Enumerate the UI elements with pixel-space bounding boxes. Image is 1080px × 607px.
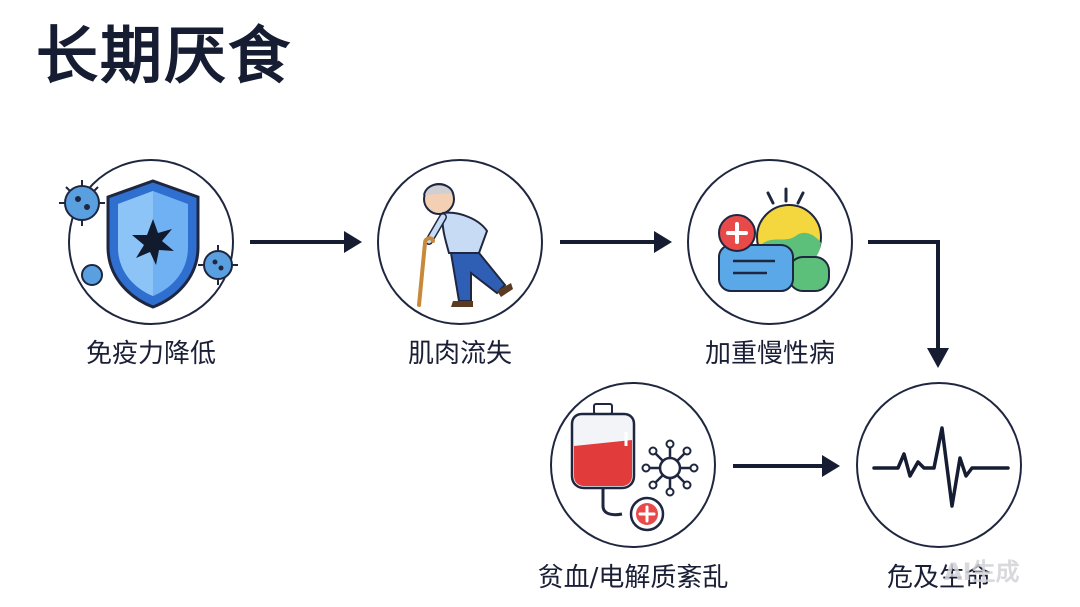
virus-icon [59, 180, 238, 286]
chronic-disease-icon [718, 187, 830, 292]
node-label-life-threatening: 危及生命 [886, 563, 991, 593]
node-chronic-disease [687, 159, 853, 325]
node-muscle-loss [377, 159, 543, 325]
shield-virus-icon [106, 179, 200, 309]
node-anemia [550, 382, 716, 548]
node-label-chronic-disease: 加重慢性病 [704, 339, 835, 369]
heartbeat-icon [872, 426, 1010, 508]
arrow-3-to-5 [868, 240, 949, 368]
elderly-cane-icon [417, 183, 513, 307]
watermark: AI生成 [944, 558, 1020, 586]
page-title: 长期厌食 [36, 19, 293, 92]
arrow-1-to-2 [250, 231, 362, 253]
node-label-immunity: 免疫力降低 [85, 339, 216, 369]
node-label-muscle-loss: 肌肉流失 [407, 339, 512, 369]
arrow-2-to-3 [560, 231, 672, 253]
arrow-4-to-5 [733, 455, 840, 477]
node-life-threatening [856, 382, 1022, 548]
node-label-anemia: 贫血/电解质紊乱 [537, 563, 729, 593]
blood-bag-icon [570, 403, 699, 532]
node-immunity [59, 159, 238, 325]
